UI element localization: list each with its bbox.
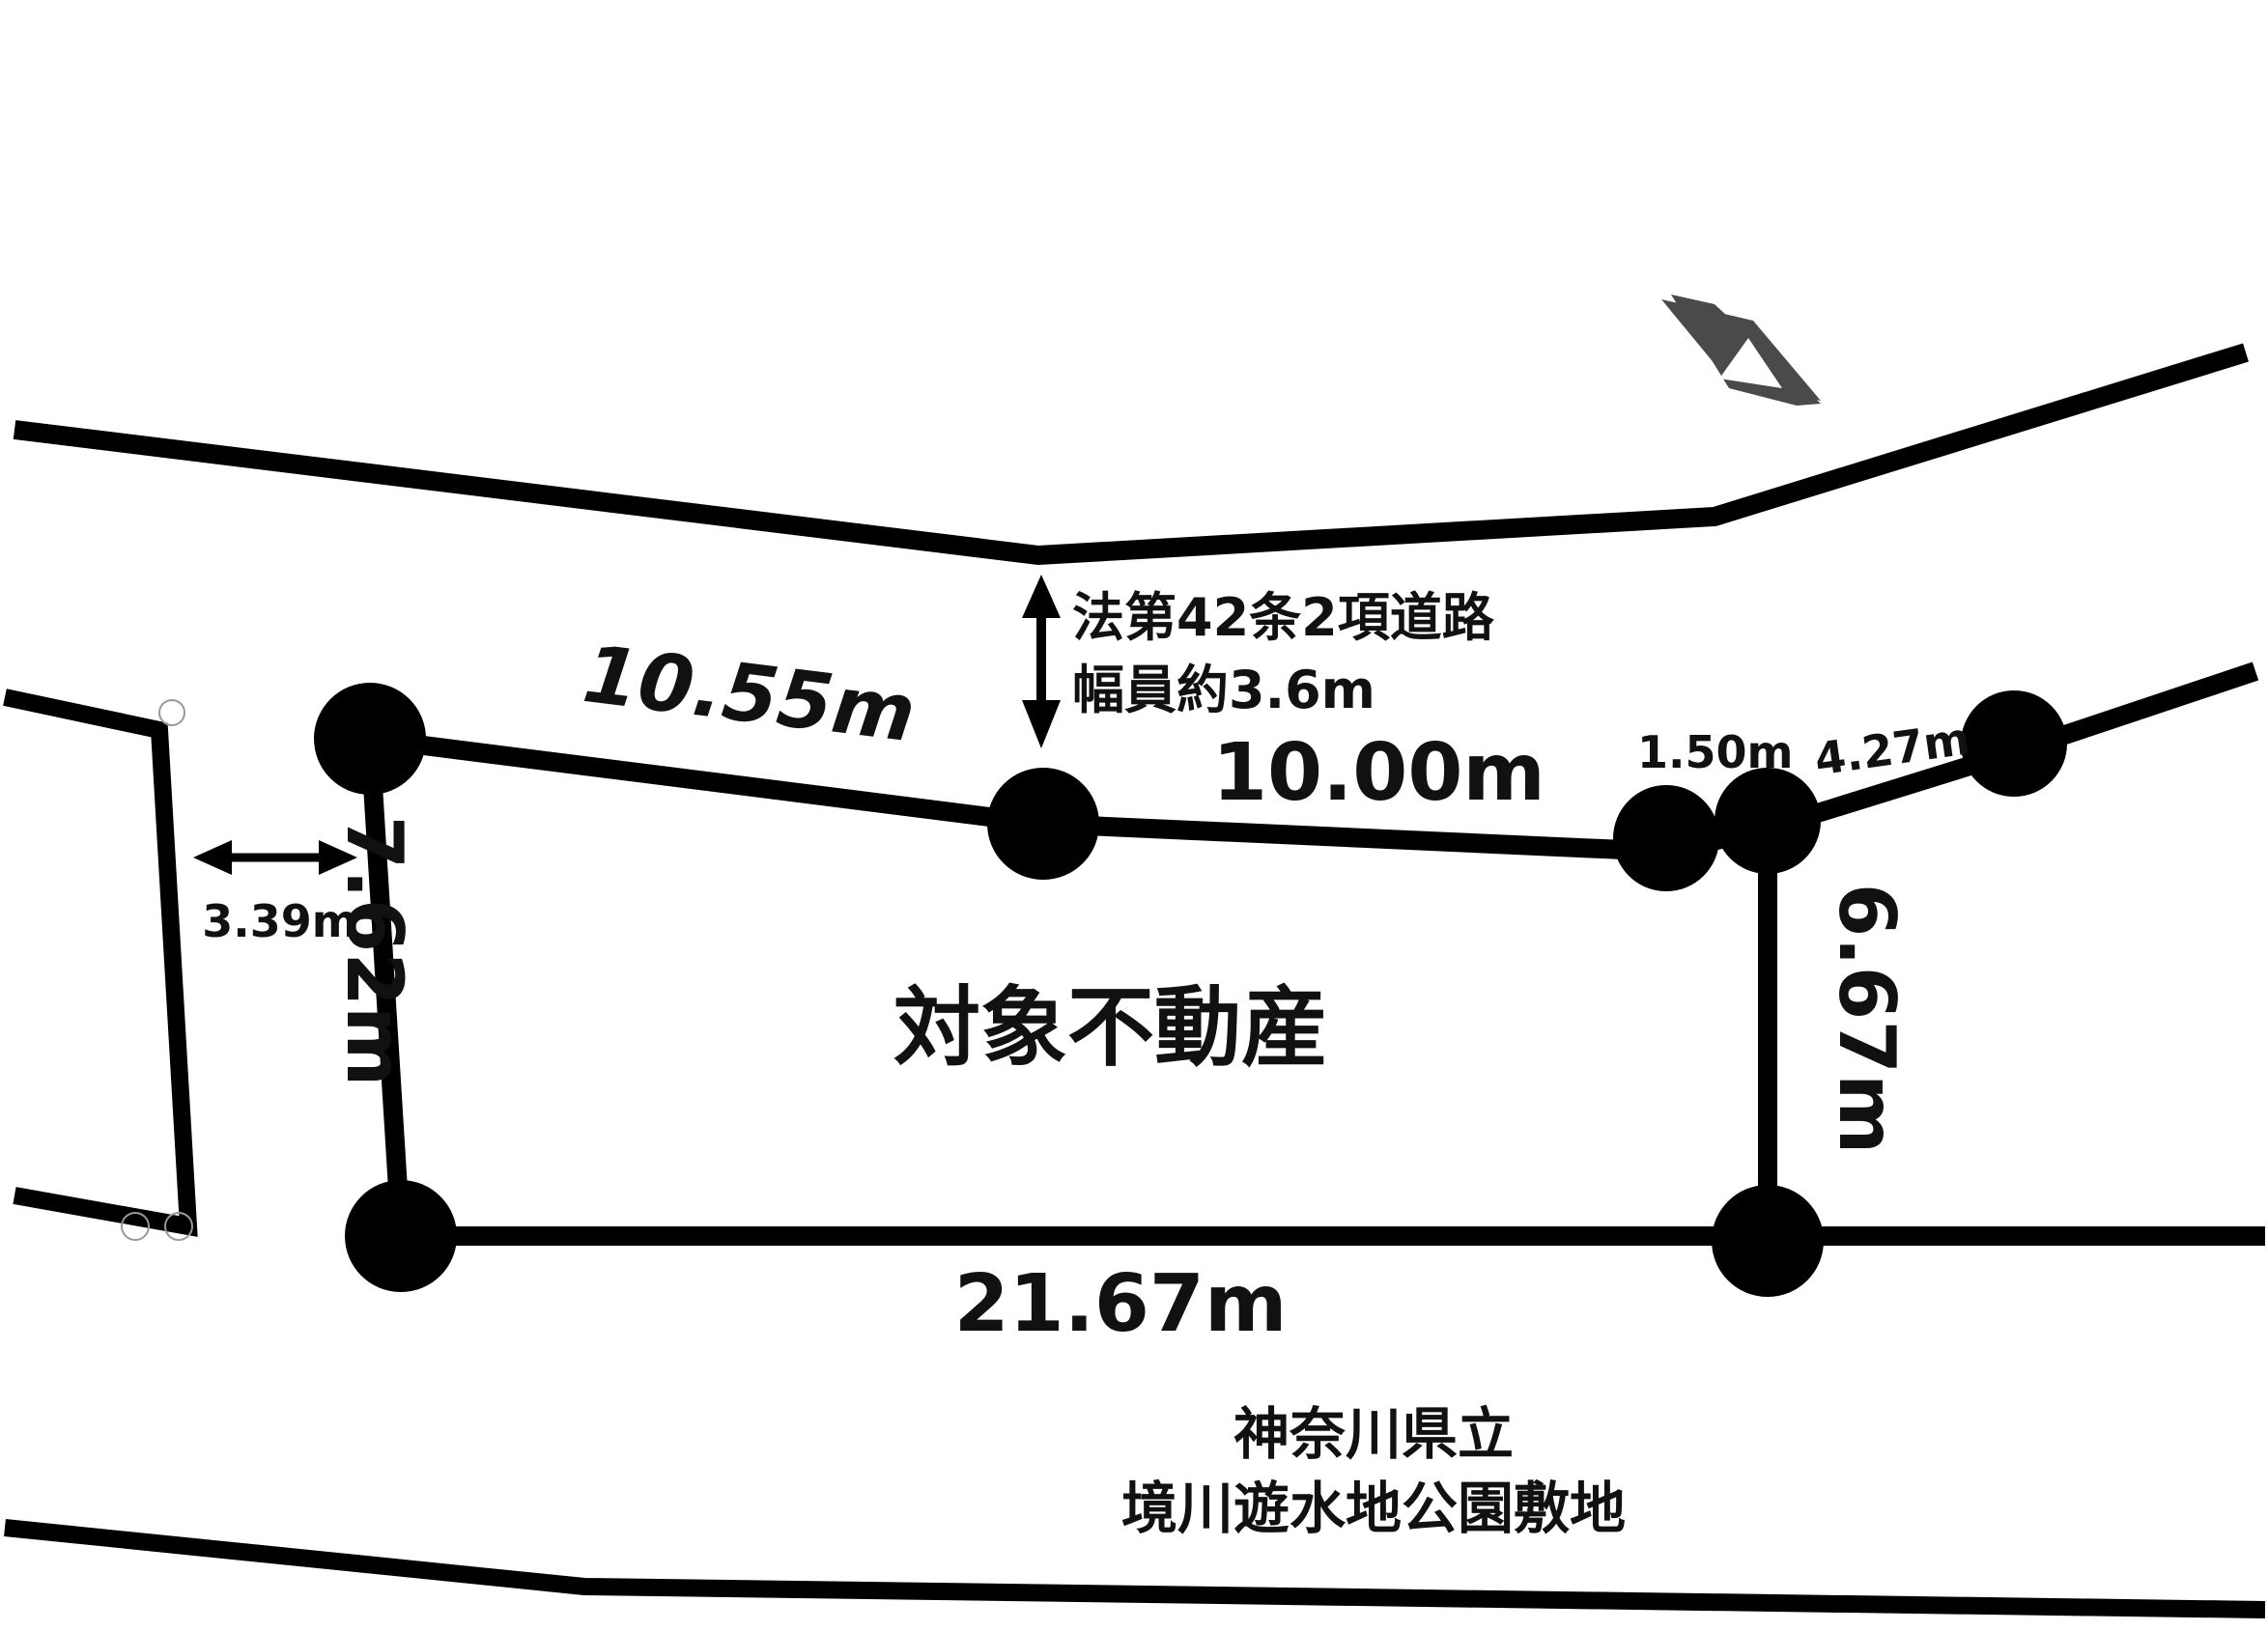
neighbor-lot-left	[3, 689, 198, 1237]
road-name-label: 法第42条2項道路	[1072, 587, 1495, 648]
road-edge-top	[13, 343, 2249, 566]
dim-left: 7.62m	[329, 816, 419, 1087]
boundary-marker	[314, 683, 426, 795]
park-line2: 境川遊水地公園敷地	[1121, 1476, 1626, 1541]
neighbor-point	[164, 1212, 193, 1241]
lot-boundary-left	[360, 738, 411, 1237]
neighbor-point	[121, 1212, 150, 1241]
park-line1: 神奈川県立	[1233, 1401, 1514, 1467]
road-width-label: 幅員約3.6m	[1072, 660, 1375, 720]
boundary-marker	[1613, 785, 1719, 891]
dim-top-mid: 10.00m	[1212, 727, 1545, 819]
boundary-marker	[345, 1180, 457, 1292]
boundary-marker	[1715, 768, 1821, 874]
park-edge-bottom	[4, 1519, 2266, 1618]
dim-top-left: 10.55m	[579, 629, 921, 760]
boundary-marker	[1961, 690, 2067, 797]
boundary-marker	[987, 768, 1099, 880]
neighbor-point	[158, 699, 185, 726]
dim-top-small: 1.50m	[1637, 726, 1793, 778]
dim-bottom: 21.67m	[954, 1258, 1288, 1350]
road-width-arrow	[1022, 575, 1061, 748]
setback-arrow	[193, 840, 357, 875]
dim-setback: 3.39m	[202, 895, 357, 947]
north-arrow-icon	[1661, 295, 1821, 406]
boundary-marker	[1712, 1185, 1824, 1297]
dim-right: 6.67m	[1822, 884, 1912, 1155]
property-label: 対象不動産	[893, 977, 1328, 1079]
